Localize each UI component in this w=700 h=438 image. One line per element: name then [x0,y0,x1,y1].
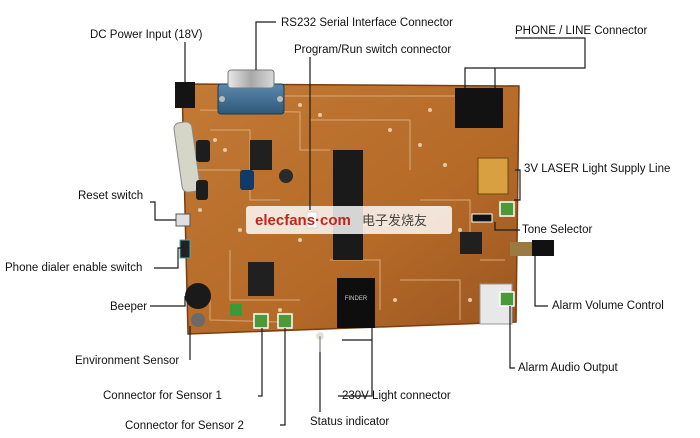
alarm-audio-connector [499,291,515,307]
label-phone-dialer-switch: Phone dialer enable switch [5,262,142,274]
reset-switch [175,213,191,227]
label-reset-switch: Reset switch [78,190,143,202]
capacitor [240,170,254,190]
db9-connector [217,69,285,115]
tone-selector [471,213,493,223]
microcontroller-chip [333,150,363,260]
label-status-indicator: Status indicator [310,416,389,428]
callout-labels: DC Power Input (18V) RS232 Serial Interf… [5,17,670,432]
label-rs232-connector: RS232 Serial Interface Connector [281,17,453,29]
volume-shaft [532,240,554,256]
label-sensor1-connector: Connector for Sensor 1 [103,390,222,402]
label-program-run-switch: Program/Run switch connector [294,44,451,56]
resistor-bank [173,121,201,193]
environment-sensor [191,313,205,327]
label-laser-supply-line: 3V LASER Light Supply Line [524,163,670,175]
capacitor [196,140,210,162]
relay-marking: FINDER [345,296,368,302]
label-230v-light-connector: 230V Light connector [342,390,451,402]
label-tone-selector: Tone Selector [522,224,592,236]
label-alarm-volume-control: Alarm Volume Control [552,300,664,312]
beeper [185,283,211,309]
volume-potentiometer [510,242,534,256]
laser-supply-connector [499,201,515,217]
label-beeper: Beeper [110,301,147,313]
status-led [316,332,324,352]
ic-chip [460,232,482,254]
ic-chip [248,262,274,296]
light-relay: FINDER [337,278,375,328]
sensor1-connector [253,313,269,329]
watermark-chinese: 电子发烧友 [362,213,427,229]
watermark: elecfans·com 电子发烧友 [246,206,452,234]
transformer [477,157,509,195]
label-sensor2-connector: Connector for Sensor 2 [125,420,244,432]
phone-dialer-switch [179,239,191,259]
label-dc-power-input: DC Power Input (18V) [90,29,203,41]
label-alarm-audio-output: Alarm Audio Output [518,362,619,374]
capacitor [279,169,293,183]
green-led [230,304,242,316]
label-environment-sensor: Environment Sensor [75,355,179,367]
phone-relay [455,88,503,128]
sensor2-connector [277,313,293,329]
label-phone-line-connector: PHONE / LINE Connector [515,25,647,37]
ic-chip [250,140,272,170]
watermark-brand: elecfans·com [255,212,351,229]
leader-lines [150,21,586,426]
dc-power-jack [175,82,195,108]
capacitor [196,180,208,200]
